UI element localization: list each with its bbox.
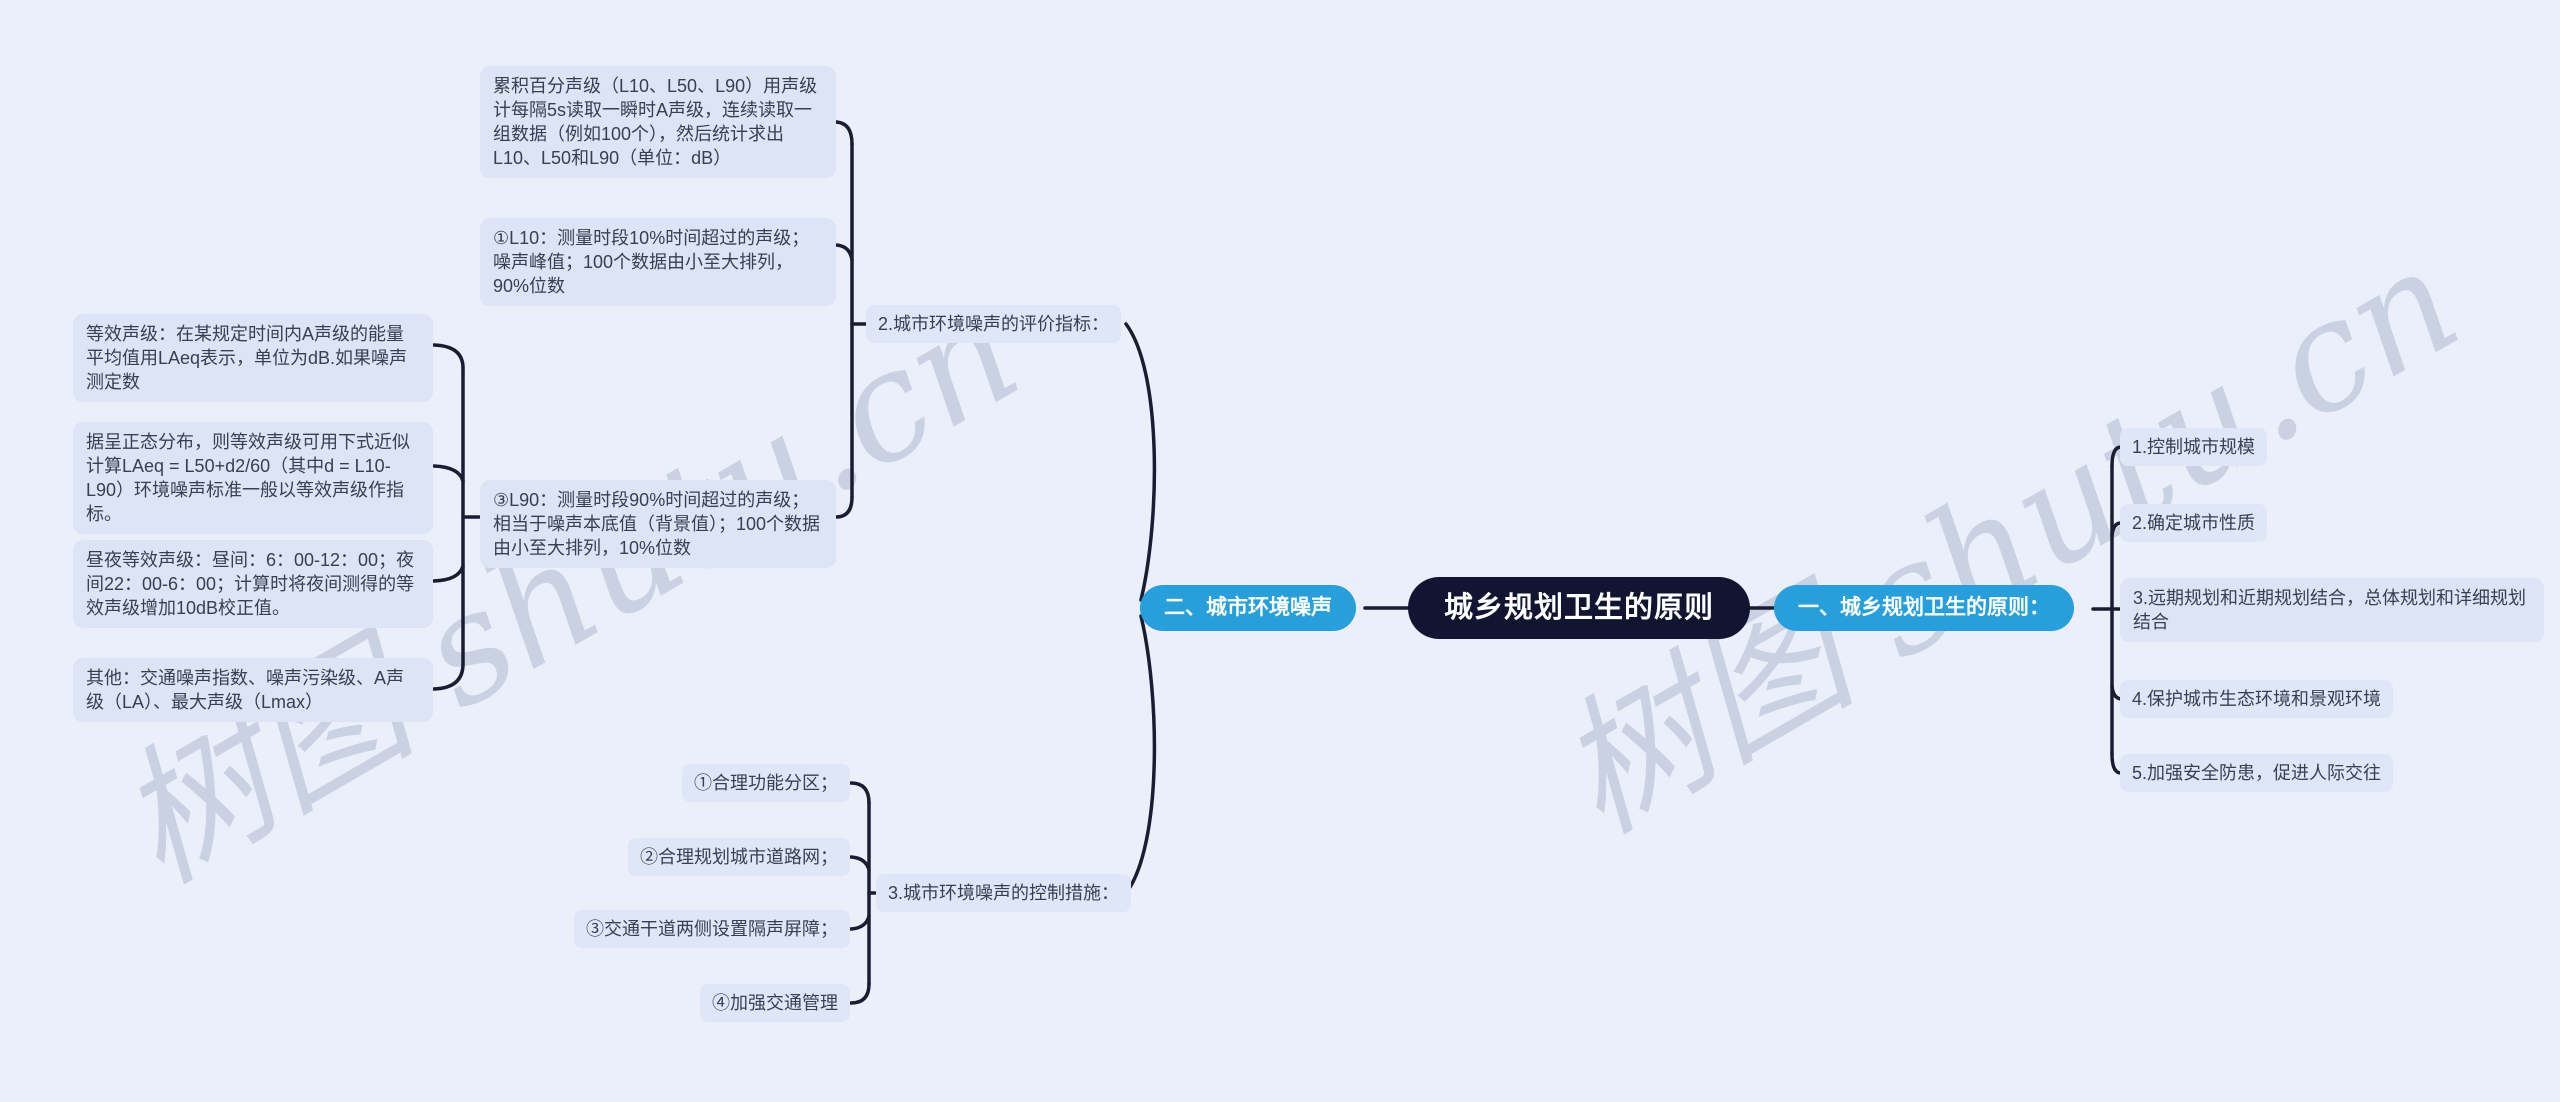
- node-other-indicators[interactable]: 其他：交通噪声指数、噪声污染级、A声级（LA）、最大声级（Lmax）: [73, 658, 433, 722]
- branch-node-urban-noise[interactable]: 二、城市环境噪声: [1140, 585, 1356, 631]
- node-noise-indicators-label[interactable]: 2.城市环境噪声的评价指标：: [866, 305, 1122, 343]
- node-principle-ecology-landscape[interactable]: 4.保护城市生态环境和景观环境: [2120, 680, 2394, 718]
- node-principle-city-nature[interactable]: 2.确定城市性质: [2120, 504, 2268, 542]
- noise-branch-curves: [1124, 322, 1157, 895]
- node-noise-measures-label[interactable]: 3.城市环境噪声的控制措施：: [876, 874, 1132, 912]
- measures-bracket: [849, 781, 877, 1005]
- node-principle-plan-combination[interactable]: 3.远期规划和近期规划结合，总体规划和详细规划结合: [2120, 578, 2544, 642]
- node-equivalent-level-formula[interactable]: 据呈正态分布，则等效声级可用下式近似计算LAeq = L50+d2/60（其中d…: [73, 422, 433, 534]
- l90-children-bracket: [432, 343, 481, 691]
- root-node[interactable]: 城乡规划卫生的原则: [1408, 577, 1751, 639]
- node-principle-safety-interaction[interactable]: 5.加强安全防患，促进人际交往: [2120, 754, 2394, 792]
- node-cumulative-percent-level[interactable]: 累积百分声级（L10、L50、L90）用声级计每隔5s读取一瞬时A声级，连续读取…: [480, 66, 836, 178]
- node-day-night-level[interactable]: 昼夜等效声级：昼间：6：00-12：00；夜间22：00-6：00；计算时将夜间…: [73, 540, 433, 628]
- indicators-bracket: [834, 120, 868, 519]
- node-measure-sound-barrier[interactable]: ③交通干道两侧设置隔声屏障；: [574, 910, 850, 948]
- planning-bracket: [2091, 445, 2123, 775]
- node-l10[interactable]: ①L10：测量时段10%时间超过的声级；噪声峰值；100个数据由小至大排列，90…: [480, 218, 836, 306]
- branch-node-planning-principles[interactable]: 一、城乡规划卫生的原则：: [1774, 585, 2074, 631]
- node-equivalent-level[interactable]: 等效声级：在某规定时间内A声级的能量平均值用LAeq表示，单位为dB.如果噪声测…: [73, 314, 433, 402]
- node-l90[interactable]: ③L90：测量时段90%时间超过的声级；相当于噪声本底值（背景值）；100个数据…: [480, 480, 836, 568]
- node-measure-zoning[interactable]: ①合理功能分区；: [682, 764, 850, 802]
- node-measure-road-network[interactable]: ②合理规划城市道路网；: [628, 838, 850, 876]
- node-principle-city-scale[interactable]: 1.控制城市规模: [2120, 428, 2268, 466]
- node-measure-traffic-management[interactable]: ④加强交通管理: [700, 984, 850, 1022]
